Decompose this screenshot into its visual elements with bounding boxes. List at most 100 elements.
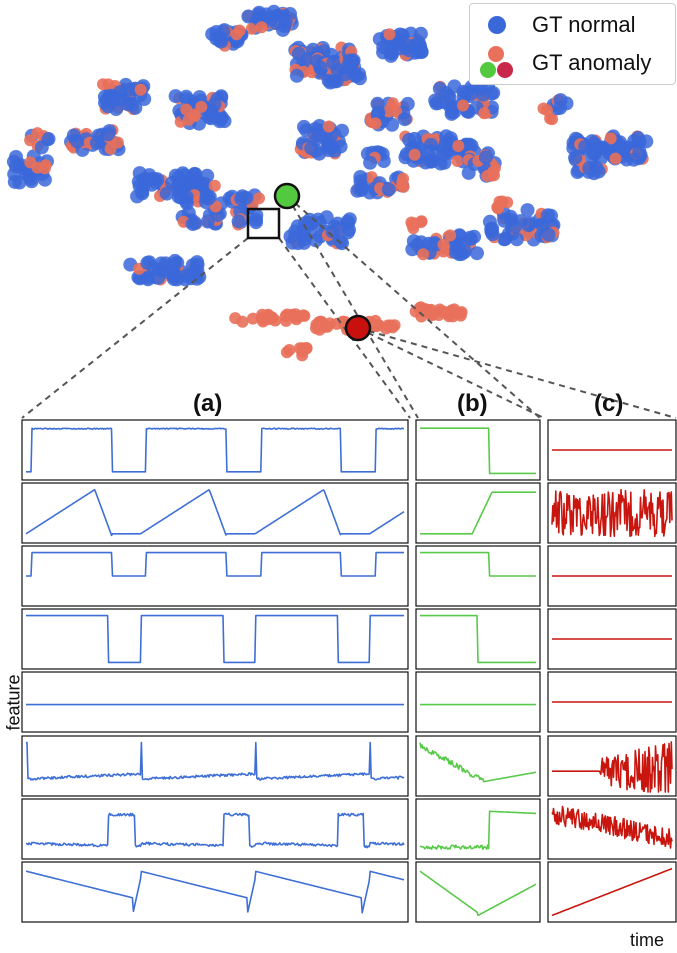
scatter-point-normal	[304, 141, 319, 156]
scatter-point-anomaly	[451, 155, 464, 167]
feature-panel-a-3	[21, 545, 409, 607]
legend: GT normal GT anomaly	[469, 3, 676, 85]
series-line	[419, 870, 537, 917]
feature-panel-b-6	[415, 735, 541, 797]
series-line	[25, 812, 405, 849]
panel-frame	[21, 735, 409, 797]
scatter-point-normal	[428, 93, 443, 108]
feature-panel-c-4	[547, 608, 677, 670]
feature-panel-c-7	[547, 798, 677, 860]
scatter-point-normal	[140, 255, 155, 270]
scatter-point-normal	[544, 208, 558, 223]
scatter-point-normal	[277, 18, 292, 33]
panel-frame	[21, 671, 409, 733]
scatter-point-anomaly	[322, 120, 335, 133]
series-line	[26, 614, 404, 664]
scatter-point-normal	[168, 89, 183, 104]
panel-label-c: (c)	[594, 390, 624, 417]
scatter-point-normal	[101, 127, 116, 142]
scatter-point-normal	[520, 203, 535, 218]
scatter-point-normal	[297, 222, 312, 237]
panel-frame	[21, 798, 409, 860]
scatter-point-normal	[381, 182, 396, 197]
scatter-point-normal	[231, 214, 246, 229]
panel-frame	[415, 735, 541, 797]
panel-frame	[21, 861, 409, 923]
panel-frame	[547, 861, 677, 923]
panel-label-b: (b)	[457, 390, 488, 417]
scatter-point-normal	[325, 140, 340, 155]
series-line	[419, 810, 536, 851]
series-line	[551, 488, 673, 538]
scatter-point-normal	[200, 214, 215, 229]
scatter-point-anomaly	[609, 152, 622, 165]
panel-frame	[415, 671, 541, 733]
series-line	[551, 867, 673, 917]
feature-panel-c-8	[547, 861, 677, 923]
connector-line	[21, 237, 249, 419]
feature-panel-a-2	[21, 482, 409, 544]
scatter-point-normal	[437, 155, 452, 170]
scatter-point-anomaly	[280, 346, 293, 359]
feature-panel-c-1	[547, 419, 677, 481]
scatter-point-normal	[311, 128, 326, 143]
scatter-point-normal	[12, 175, 27, 190]
scatter-point-normal	[439, 129, 454, 144]
scatter-point-anomaly	[255, 21, 268, 34]
scatter-point-normal	[467, 229, 482, 244]
scatter-point-anomaly	[408, 148, 421, 161]
scatter-point-normal	[346, 65, 361, 79]
scatter-point-anomaly	[134, 83, 147, 96]
scatter-point-normal	[326, 55, 341, 70]
red-anomaly-marker	[344, 314, 372, 342]
scatter-point-normal	[424, 137, 438, 152]
green-anomaly-marker	[273, 182, 301, 210]
feature-panel-c-5	[547, 671, 677, 733]
scatter-point-normal	[124, 82, 139, 97]
scatter-point-anomaly	[415, 310, 428, 323]
feature-panel-b-4	[415, 608, 541, 670]
scatter-point-normal	[353, 170, 368, 184]
scatter-point-normal	[497, 213, 512, 228]
scatter-point-normal	[402, 132, 417, 147]
feature-panel-b-8	[415, 861, 541, 923]
feature-panel-a-6	[21, 735, 409, 797]
scatter-point-normal	[400, 96, 415, 111]
scatter-point-normal	[521, 218, 536, 233]
feature-panel-c-2	[547, 482, 677, 544]
tsne-scatter	[6, 4, 654, 362]
scatter-point-normal	[478, 150, 493, 165]
connector-line	[357, 327, 677, 419]
scatter-point-normal	[97, 89, 112, 104]
scatter-point-normal	[179, 190, 194, 204]
scatter-point-anomaly	[414, 301, 427, 314]
scatter-point-normal	[144, 177, 159, 192]
scatter-point-anomaly	[604, 132, 617, 145]
feature-panel-b-1	[415, 419, 541, 481]
highlight-markers	[246, 182, 372, 342]
series-line	[551, 741, 673, 793]
scatter-point-normal	[632, 144, 647, 159]
scatter-point-anomaly	[262, 309, 275, 322]
scatter-point-anomaly	[369, 117, 382, 130]
scatter-point-normal	[614, 139, 628, 154]
scatter-point-normal	[89, 135, 104, 150]
scatter-point-normal	[311, 212, 326, 227]
scatter-point-anomaly	[104, 142, 117, 155]
series-line	[420, 427, 536, 475]
scatter-point-normal	[178, 268, 193, 283]
scatter-point-anomaly	[188, 110, 201, 122]
scatter-point-normal	[553, 100, 568, 115]
scatter-point-normal	[130, 189, 145, 204]
panel-frame	[415, 419, 541, 481]
scatter-point-normal	[313, 60, 328, 75]
scatter-point-normal	[461, 165, 476, 180]
scatter-point-anomaly	[31, 127, 44, 140]
scatter-point-normal	[128, 100, 143, 115]
scatter-point-normal	[509, 232, 524, 247]
panel-frame	[415, 798, 541, 860]
scatter-point-anomaly	[406, 218, 419, 231]
feature-panel-c-3	[547, 545, 677, 607]
scatter-point-anomaly	[478, 107, 491, 120]
